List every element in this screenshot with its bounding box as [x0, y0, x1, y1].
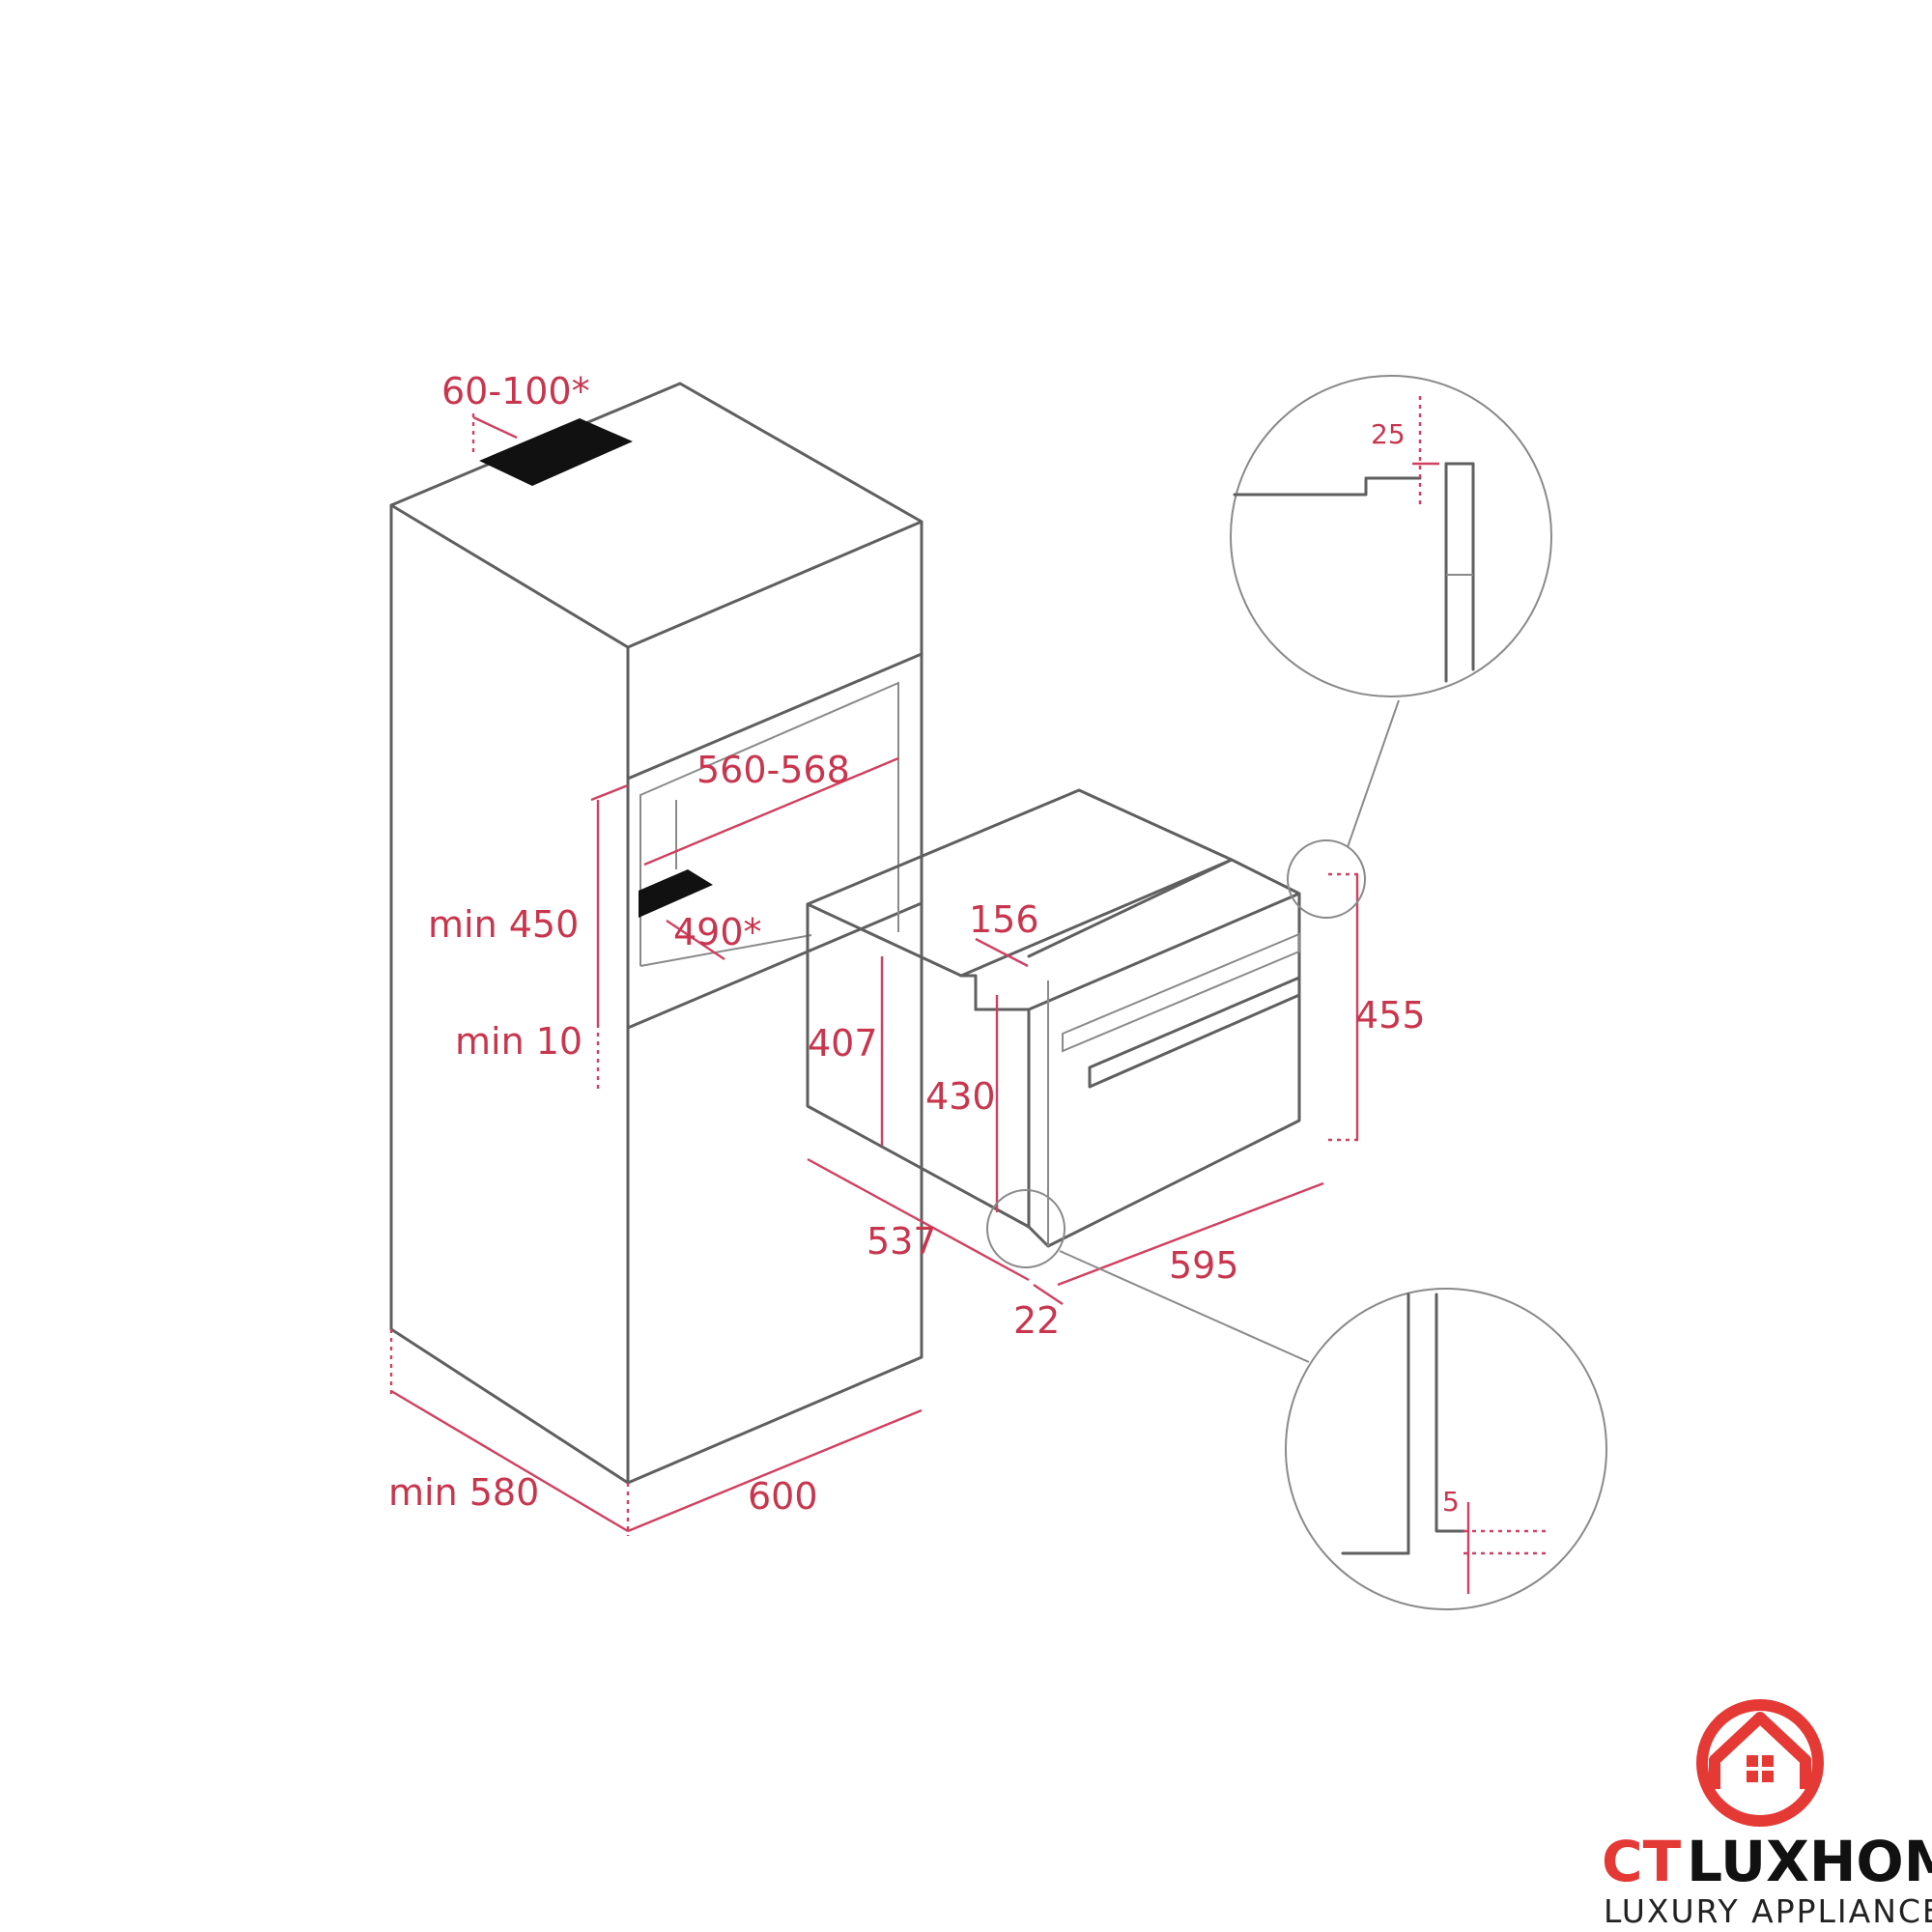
label-oven-depth: 537 [867, 1220, 937, 1263]
logo-brand-ct: CT [1602, 1829, 1682, 1894]
logo-window-4 [1762, 1771, 1774, 1782]
oven-body-side [806, 902, 1031, 1229]
detail-bottom [986, 1189, 1607, 1610]
label-niche-gap: min 10 [455, 1020, 582, 1063]
detail-top-circle [1230, 375, 1552, 697]
label-vent-depth: 490* [673, 911, 762, 953]
oven-front-edge [974, 1008, 1031, 1229]
detail-top-panel [1444, 462, 1475, 671]
cabinet-top-face [389, 382, 923, 649]
logo-ring [1696, 1699, 1824, 1827]
dim-oven-width-line [1057, 1181, 1324, 1287]
oven [806, 788, 1301, 1248]
label-oven-width: 595 [1169, 1244, 1239, 1287]
dim-cabinet-depth-line [390, 1389, 629, 1533]
niche-bottom-vent [639, 869, 713, 918]
logo-window-3 [1747, 1771, 1758, 1782]
detail-top-shelf [1233, 476, 1422, 497]
niche-back-wall [639, 681, 899, 966]
label-oven-front-offset: 22 [1013, 1299, 1060, 1342]
dim-niche-width-line [643, 756, 899, 867]
niche-floor-line [639, 934, 812, 967]
brand-logo: CTLUXHOME LUXURY APPLIANCES [1602, 1699, 1932, 1930]
logo-house-icon [1709, 1712, 1811, 1789]
cabinet-top-vent [479, 418, 633, 486]
dim-vent-top-line [472, 415, 518, 440]
label-oven-total-height: 455 [1355, 994, 1426, 1037]
label-cabinet-width: 600 [748, 1475, 818, 1518]
label-oven-top-step: 156 [969, 898, 1039, 941]
logo-tagline: LUXURY APPLIANCES [1604, 1892, 1932, 1930]
detail-top-marker [1287, 839, 1366, 919]
dim-step-line [975, 937, 1029, 968]
label-cabinet-depth: min 580 [388, 1471, 539, 1514]
detail-top [1230, 375, 1552, 919]
oven-top-face [806, 788, 1234, 978]
logo-brand: CTLUXHOME [1602, 1829, 1932, 1894]
oven-door-handle [1088, 976, 1301, 1089]
detail-bottom-marker [986, 1189, 1065, 1268]
dim-oven-depth-line [807, 1157, 1030, 1282]
label-detail-top: 25 [1371, 418, 1406, 450]
label-detail-bottom: 5 [1442, 1486, 1460, 1518]
oven-control-panel [1027, 858, 1301, 958]
label-niche-width: 560-568 [696, 749, 850, 791]
cabinet-side-face [389, 503, 630, 1485]
cabinet-front-face [626, 520, 923, 1485]
label-vent-top: 60-100* [441, 370, 590, 412]
oven-top-step [959, 974, 978, 1011]
logo-brand-lux: LUXHOME [1687, 1829, 1932, 1894]
dimension-lines [389, 413, 1362, 1536]
cabinet [389, 382, 923, 1485]
logo-window-2 [1762, 1755, 1774, 1767]
oven-front-panel [1027, 892, 1301, 1248]
label-oven-front-height: 430 [925, 1075, 996, 1118]
label-niche-height: min 450 [428, 903, 579, 946]
detail-bottom-leader [1059, 1250, 1310, 1363]
detail-bottom-circle [1285, 1288, 1607, 1610]
dim-cabinet-width-line [627, 1408, 923, 1533]
dim-vent-depth-line [666, 920, 725, 960]
oven-control-strip [1062, 932, 1300, 1053]
detail-top-leader [1347, 699, 1400, 848]
dim-niche-height-tick-top [590, 783, 629, 802]
label-oven-body-height: 407 [808, 1022, 878, 1065]
detail-bottom-panel-right [1435, 1293, 1465, 1533]
dim-front-offset-line [1033, 1284, 1064, 1305]
niche-top-edge [626, 652, 923, 781]
dimension-labels: 60-100* 560-568 min 450 min 10 490* 156 … [388, 370, 1460, 1518]
logo-window-1 [1747, 1755, 1758, 1767]
niche-bottom-edge [626, 901, 923, 1030]
